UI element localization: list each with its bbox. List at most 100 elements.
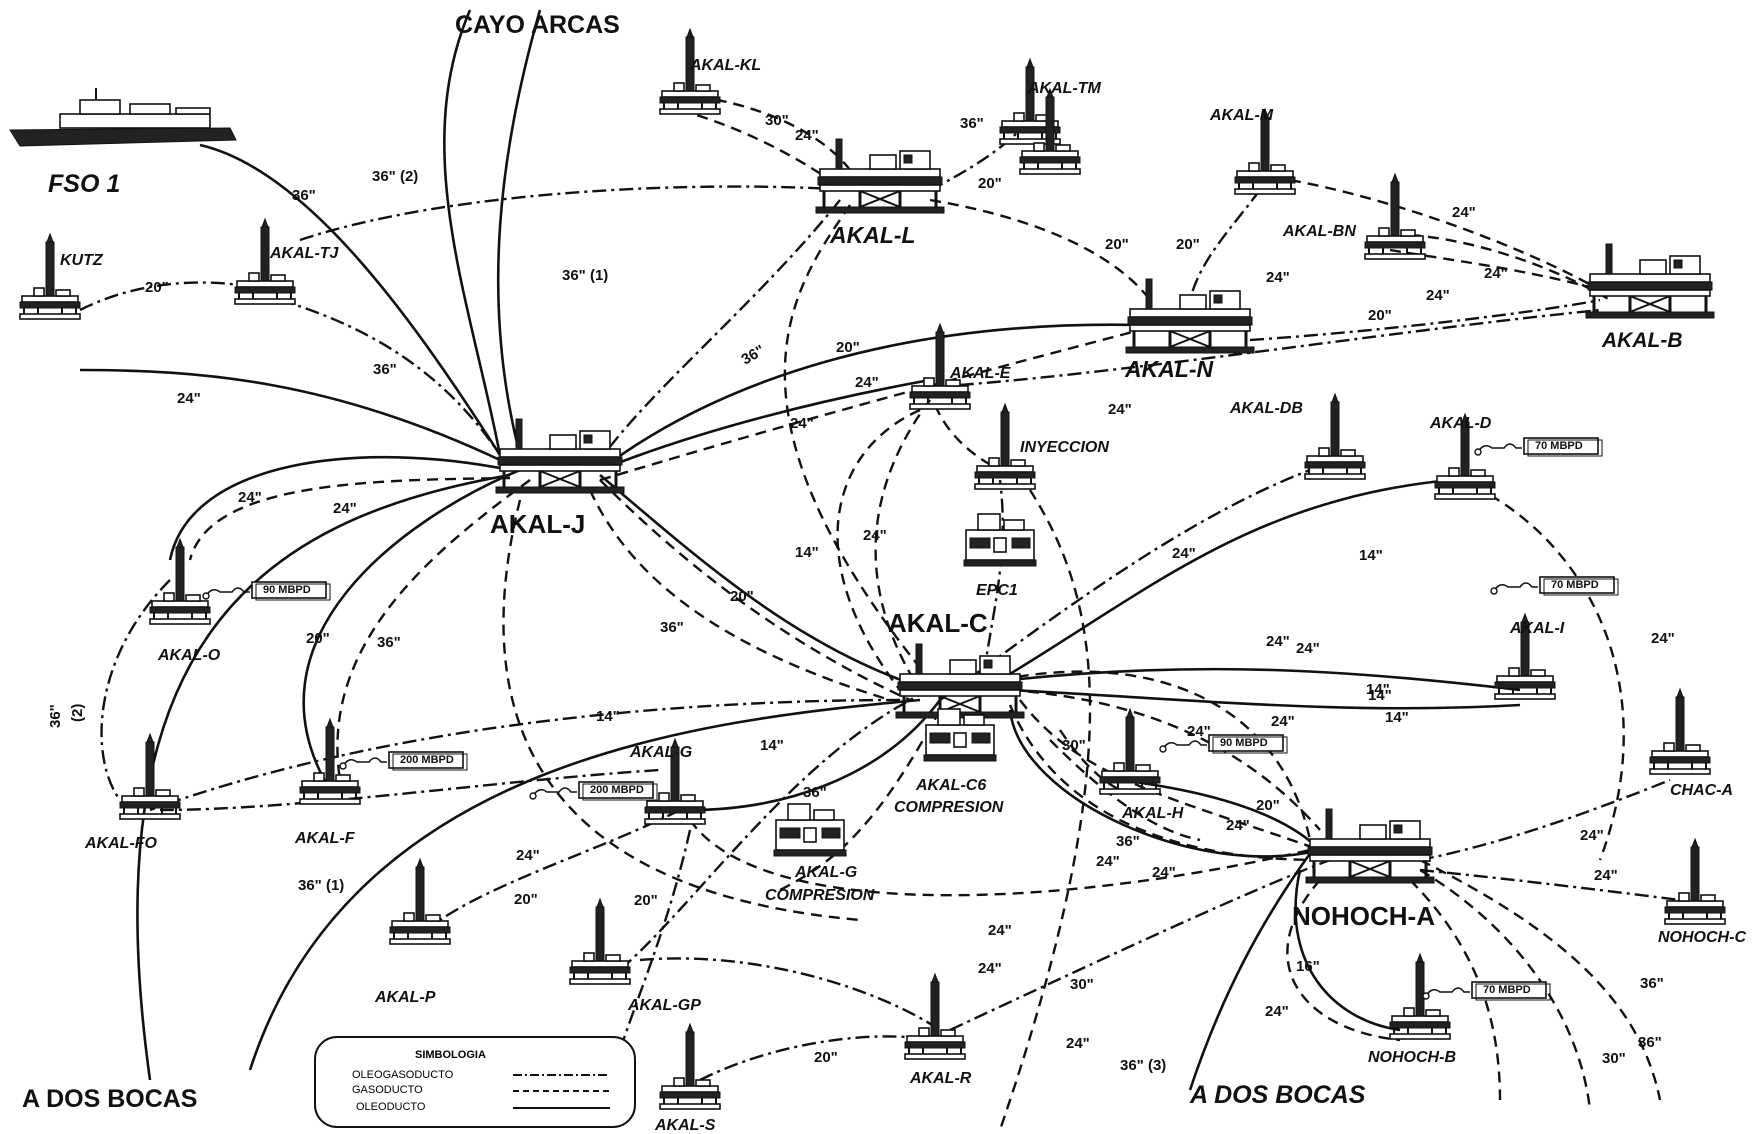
label-akal-i: AKAL-I: [1509, 620, 1565, 637]
diameter-label: 14": [795, 544, 819, 561]
gas-nohocha-south-2: [1419, 868, 1592, 1111]
gas-akalj-akalf: [336, 479, 531, 781]
diameter-label: 24": [1096, 853, 1120, 870]
diameter-label: 20": [836, 339, 860, 356]
label-akal-o: AKAL-O: [157, 647, 221, 664]
diameter-label: 24": [1265, 1003, 1289, 1020]
gas-akalm-akalb: [1289, 178, 1601, 292]
diameter-label: 14": [760, 737, 784, 754]
gas-akalc-nohocha-1: [1019, 699, 1321, 852]
label-akal-kl: AKAL-KL: [689, 57, 761, 74]
diameter-label: 36" (1): [298, 877, 344, 894]
diameter-label: 36": [739, 342, 768, 369]
legend: SIMBOLOGIA OLEOGASODUCTO GASODUCTO OLEOD…: [314, 1036, 636, 1128]
diameter-label: 24": [1271, 713, 1295, 730]
pipe-akalc-akalp: [248, 698, 921, 1071]
pipe-akalj-cayoarcas-2: [496, 9, 542, 456]
diameter-label: 14": [596, 708, 620, 725]
diameter-label: 24": [1296, 640, 1320, 657]
gas-akalc-east-1: [999, 670, 1312, 841]
capacity-akal-i: 70 MBPD: [1551, 579, 1599, 591]
label-kutz: KUTZ: [60, 252, 104, 269]
complex-akal-b: [1584, 242, 1716, 320]
label-akal-g-comp-sub: COMPRESION: [765, 887, 875, 904]
og-akalg-south: [618, 829, 692, 1051]
label-akal-n: AKAL-N: [1124, 356, 1214, 382]
diameter-label: 20": [634, 892, 658, 909]
diameter-label: 24": [988, 922, 1012, 939]
pipe-akalj-cayoarcas-1: [443, 9, 502, 456]
label-akal-e: AKAL-E: [949, 365, 1012, 382]
og-akaln-akalb: [1249, 298, 1601, 342]
diameter-label: 30": [765, 112, 789, 129]
label-akal-p: AKAL-P: [374, 989, 436, 1006]
pipe-akalj-akalc: [599, 474, 931, 692]
gas-akalj-akaln: [599, 328, 1141, 482]
pipe-diameter-labels: 36" 36" (2) 36" (1) 20" 36" 24" 24" 24" …: [47, 112, 1675, 1074]
label-akal-fo: AKAL-FO: [84, 835, 158, 852]
pipe-akalj-akale: [599, 378, 931, 472]
gas-akall-akalc: [783, 204, 931, 681]
destination-labels: CAYO ARCAS A DOS BOCAS A DOS BOCAS FSO 1: [22, 11, 1366, 1113]
diameter-label: 36": [803, 784, 827, 801]
og-kutz-akaltj: [79, 281, 241, 312]
gas-akalkl-akall-2: [679, 108, 831, 181]
capacity-tags: 90 MBPD 200 MBPD 200 MBPD 90 MBPD 70 MBP…: [263, 440, 1599, 996]
vessel-fso1-label: FSO 1: [48, 170, 120, 198]
diameter-label: 14": [1359, 547, 1383, 564]
diameter-label: 24": [1580, 827, 1604, 844]
platform-labels: AKAL-J AKAL-C AKAL-N AKAL-B AKAL-L NOHOC…: [60, 57, 1746, 1134]
pipelines: [79, 9, 1681, 1131]
diameter-label: 36" (2): [372, 168, 418, 185]
legend-item-gasoducto: GASODUCTO: [352, 1084, 423, 1096]
diameter-label: 36": [1116, 833, 1140, 850]
og-nohocha-nohochc: [1419, 868, 1681, 902]
label-akal-db: AKAL-DB: [1229, 400, 1303, 417]
gas-nohocha-south-1: [1419, 858, 1662, 1101]
pipe-akalj-dosbocas: [136, 473, 511, 1081]
diameter-label: 24": [1066, 1035, 1090, 1052]
label-nohoch-b: NOHOCH-B: [1368, 1049, 1456, 1066]
diameter-label: 20": [730, 588, 754, 605]
label-akal-m: AKAL-M: [1209, 107, 1274, 124]
label-akal-c: AKAL-C: [888, 608, 988, 638]
diameter-label: 24": [795, 127, 819, 144]
pipe-akalj-akalo: [168, 455, 511, 561]
og-akalg-akalp: [439, 808, 681, 921]
capacity-akal-h: 90 MBPD: [1220, 737, 1268, 749]
label-akal-tm: AKAL-TM: [1027, 80, 1102, 97]
complex-akal-c: [894, 642, 1026, 720]
gas-akald-nohochc: [1489, 493, 1625, 861]
label-akal-b: AKAL-B: [1601, 329, 1682, 352]
og-nohocha-chaca: [1419, 778, 1671, 862]
vessel-fso1: [9, 88, 237, 147]
diameter-label: 16": [1296, 958, 1320, 975]
pipe-akalj-fso: [199, 143, 502, 456]
diameter-label: 36": [1638, 1034, 1662, 1051]
gas-akalc-akalh-diag: [1049, 739, 1201, 842]
diameter-label: 24": [1484, 265, 1508, 282]
gas-akalc-akalgcomp: [779, 709, 942, 892]
diameter-label: 24": [863, 527, 887, 544]
label-chac-a: CHAC-A: [1670, 782, 1733, 799]
diameter-label: 24": [1187, 723, 1211, 740]
label-akal-g-comp: AKAL-G: [794, 864, 857, 881]
pipe-akalc-nohocha: [1008, 709, 1321, 858]
diameter-label: 20": [1256, 797, 1280, 814]
label-akal-c6-sub: COMPRESION: [894, 799, 1004, 816]
gas-akalj-akalc-2: [588, 489, 891, 702]
og-akalj-akall: [299, 185, 851, 242]
label-akal-bn: AKAL-BN: [1282, 223, 1356, 240]
pipe-akalj-akalf: [302, 468, 521, 791]
diameter-label: 36": [47, 704, 64, 728]
label-akal-g: AKAL-G: [629, 744, 692, 761]
legend-item-oleogasoducto: OLEOGASODUCTO: [352, 1069, 454, 1081]
capacity-akal-f: 200 MBPD: [400, 754, 454, 766]
og-akalm-akaln: [1188, 189, 1261, 301]
diameter-label: 36": [1640, 975, 1664, 992]
legend-item-oleoducto: OLEODUCTO: [356, 1101, 426, 1113]
diameter-label: 24": [1226, 817, 1250, 834]
label-akal-s: AKAL-S: [654, 1117, 716, 1134]
og-akals-akalr: [699, 1035, 931, 1082]
